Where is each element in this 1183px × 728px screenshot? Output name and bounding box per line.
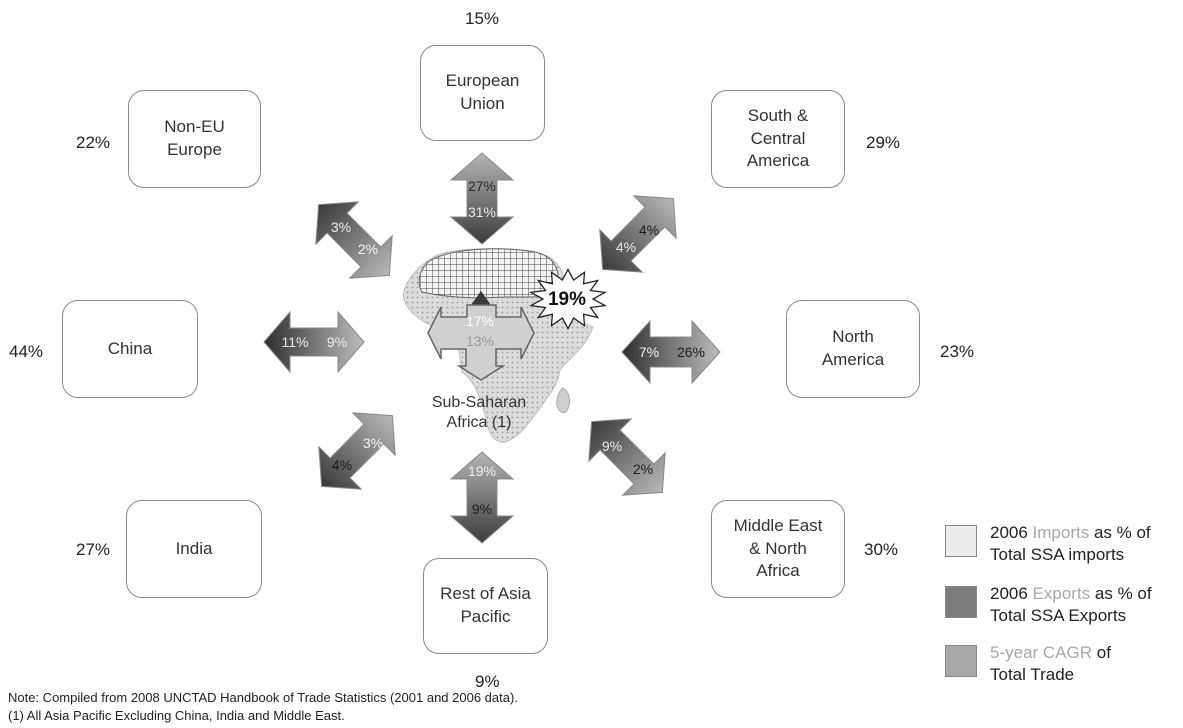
flow-north-america-b: 26% [677,344,705,360]
legend-cagr-line2: Total Trade [990,665,1075,684]
legend-swatch-cagr [945,645,977,677]
region-box-eu: European Union [420,45,545,141]
flow-south-america-a: 4% [639,222,659,238]
legend-item-exports: 2006 Exports as % of Total SSA Exports [945,583,1183,639]
burst-value: 19% [548,289,586,310]
growth-non-eu: 22% [76,133,111,152]
flow-arrow-rest-asia: 19% 9% [449,451,515,544]
flow-india-b: 3% [363,435,383,451]
flow-china-a: 11% [282,334,309,350]
center-label-line2: Africa (1) [447,414,512,431]
legend-cagr-highlight: 5-year CAGR [990,643,1093,662]
flow-north-america-a: 7% [639,344,659,360]
footnote-source: Note: Compiled from 2008 UNCTAD Handbook… [8,690,518,705]
legend-item-imports: 2006 Imports as % of Total SSA imports [945,522,1183,578]
legend-imports-line2: Total SSA imports [990,545,1125,564]
flow-mena-b: 2% [633,461,653,477]
legend-imports-highlight: Imports [1032,523,1090,542]
flow-eu-a: 27% [468,178,496,194]
cross-bottom-value: 13% [466,333,494,349]
flow-arrow-mena: 9% 2% [588,418,666,496]
legend-cagr-post: of [1092,643,1111,662]
flow-arrow-south-america: 4% 4% [599,195,677,273]
growth-rest-asia: 9% [475,672,500,691]
flow-arrow-china: 11% 9% [263,310,365,374]
flow-india-a: 4% [332,457,352,473]
region-box-china: China [62,300,198,398]
flow-non-eu-b: 2% [358,241,378,257]
legend-exports-highlight: Exports [1032,584,1091,603]
central-cross-arrow: 17% 13% [427,291,535,381]
flow-mena-a: 9% [602,438,622,454]
flow-south-america-b: 4% [616,239,636,255]
region-box-non-eu: Non-EU Europe [128,90,261,188]
growth-india: 27% [76,540,111,559]
footnote-asia-pacific: (1) All Asia Pacific Excluding China, In… [8,708,345,723]
legend-exports-line2: Total SSA Exports [990,606,1127,625]
growth-north-america: 23% [940,342,975,361]
center-label-line1: Sub-Saharan [432,394,526,411]
flow-china-b: 9% [327,334,347,350]
region-box-south-america: South & Central America [711,90,845,188]
growth-eu: 15% [465,9,500,28]
flow-arrow-north-america: 7% 26% [621,319,721,385]
flow-eu-b: 31% [468,204,496,220]
growth-starburst: 19% [528,268,608,330]
flow-rest-asia-b: 9% [472,501,492,517]
region-box-mena: Middle East & North Africa [711,500,845,598]
legend-swatch-imports [945,525,977,557]
cross-top-value: 17% [466,313,494,329]
flow-arrow-india: 4% 3% [318,412,396,490]
region-box-rest-asia: Rest of Asia Pacific [423,558,548,654]
flow-non-eu-a: 3% [331,219,351,235]
flow-arrow-non-eu: 3% 2% [315,201,393,279]
flow-rest-asia-a: 19% [468,463,496,479]
region-box-north-america: North America [786,300,920,398]
legend-exports-pre: 2006 [990,584,1033,603]
region-box-india: India [126,500,262,598]
legend-imports-pre: 2006 [990,523,1033,542]
growth-south-america: 29% [866,133,901,152]
growth-china: 44% [9,342,44,361]
growth-mena: 30% [864,540,899,559]
flow-arrow-eu: 27% 31% [449,152,515,245]
legend-exports-post: as % of [1090,584,1152,603]
legend-swatch-exports [945,586,977,618]
legend-item-cagr: 5-year CAGR of Total Trade [945,642,1183,698]
legend-imports-post: as % of [1089,523,1151,542]
